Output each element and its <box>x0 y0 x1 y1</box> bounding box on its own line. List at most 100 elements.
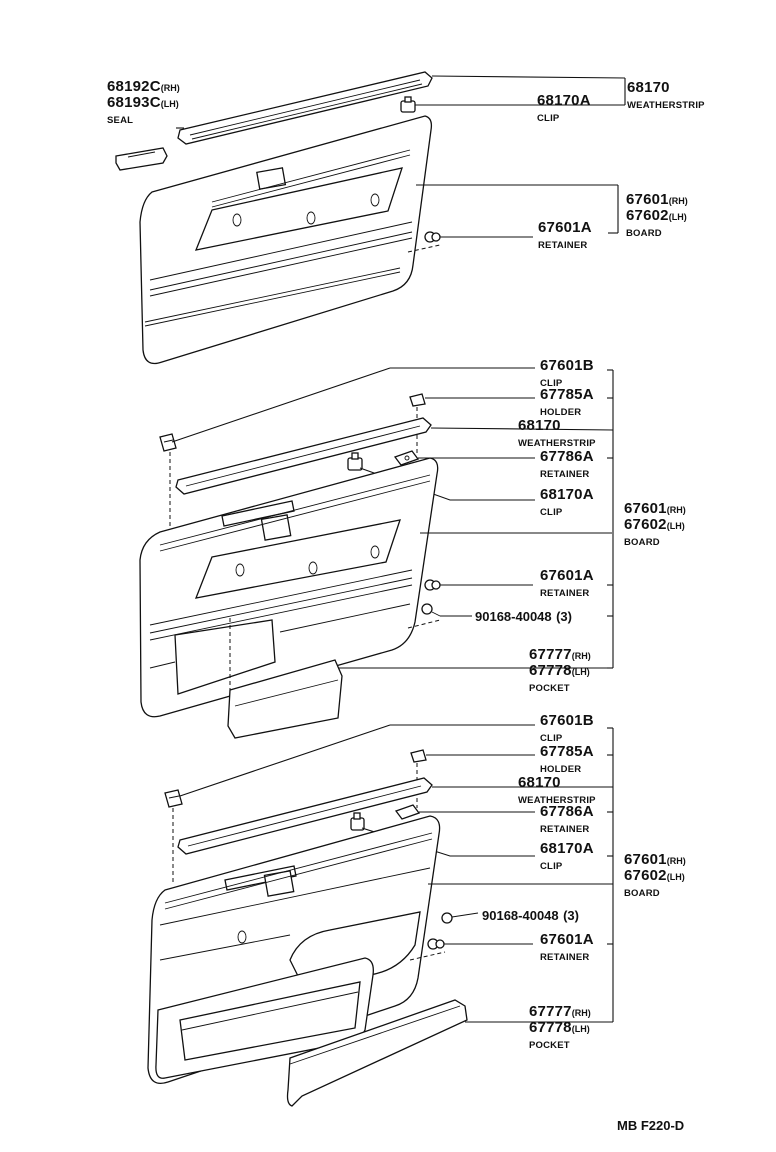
screw-part <box>421 603 441 617</box>
mid-retainer-pn: 67601A <box>540 567 594 584</box>
top-weatherstrip-desc: WEATHERSTRIP <box>627 100 705 111</box>
mid-clip-desc: CLIP <box>540 507 563 518</box>
mid-screw-pn: 90168-40048 <box>475 609 552 624</box>
retainer-a-part <box>393 450 420 466</box>
top-group-drawing <box>115 71 626 365</box>
board-part <box>147 815 441 1085</box>
bot-clip-b-pn: 67601B <box>540 712 594 729</box>
bot-holder-desc: HOLDER <box>540 764 582 775</box>
top-weatherstrip-label: 68170 WEATHERSTRIP <box>627 80 705 112</box>
mid-board-sfx-lh: (LH) <box>666 521 685 531</box>
mid-pocket-label: 67777(RH) 67778(LH) POCKET <box>529 647 591 695</box>
mid-clip-pn: 68170A <box>540 486 594 503</box>
weatherstrip-part <box>175 417 432 495</box>
clip-part <box>400 96 416 113</box>
bot-screw-pn: 90168-40048 <box>482 908 559 923</box>
seal-sfx-lh: (LH) <box>160 99 179 109</box>
bottom-group-drawing <box>147 724 614 1107</box>
mid-board-pn-lh: 67602 <box>624 516 667 533</box>
mid-retainer-desc: RETAINER <box>540 588 590 599</box>
bot-board-label: 67601(RH) 67602(LH) BOARD <box>624 852 686 900</box>
bot-weatherstrip-desc: WEATHERSTRIP <box>518 795 596 806</box>
seal-part <box>115 147 168 171</box>
mid-pocket-sfx-lh: (LH) <box>571 667 590 677</box>
bot-pocket-sfx-rh: (RH) <box>571 1008 591 1018</box>
top-clip-pn: 68170A <box>537 92 591 109</box>
top-board-pn-rh: 67601 <box>626 191 669 208</box>
mid-clip-b-label: 67601B CLIP <box>540 358 594 390</box>
seal-pn-rh: 68192C <box>107 78 161 95</box>
bot-board-pn-rh: 67601 <box>624 851 667 868</box>
top-board-label: 67601(RH) 67602(LH) BOARD <box>626 192 688 240</box>
holder-part <box>409 393 426 407</box>
mid-clip-b-desc: CLIP <box>540 378 563 389</box>
mid-weatherstrip-desc: WEATHERSTRIP <box>518 438 596 449</box>
mid-screw-label: 90168-40048 (3) <box>475 609 572 625</box>
clip-part <box>350 812 365 831</box>
mid-board-label: 67601(RH) 67602(LH) BOARD <box>624 501 686 549</box>
top-retainer-desc: RETAINER <box>538 240 588 251</box>
bot-clip-desc: CLIP <box>540 861 563 872</box>
bot-pocket-desc: POCKET <box>529 1040 570 1051</box>
top-retainer-pn: 67601A <box>538 219 592 236</box>
bot-clip-b-label: 67601B CLIP <box>540 713 594 745</box>
mid-retainer-a-desc: RETAINER <box>540 469 590 480</box>
mid-weatherstrip-pn: 68170 <box>518 417 561 434</box>
bot-board-desc: BOARD <box>624 888 660 899</box>
seal-sfx-rh: (RH) <box>160 83 180 93</box>
weatherstrip-part <box>177 777 433 855</box>
seal-label: 68192C(RH) 68193C(LH) SEAL <box>107 79 180 127</box>
mid-holder-pn: 67785A <box>540 386 594 403</box>
bot-pocket-pn-lh: 67778 <box>529 1019 572 1036</box>
holder-part <box>410 749 427 763</box>
bot-retainer-label: 67601A RETAINER <box>540 932 594 964</box>
bot-holder-label: 67785A HOLDER <box>540 744 594 776</box>
mid-board-pn-rh: 67601 <box>624 500 667 517</box>
bot-retainer-a-desc: RETAINER <box>540 824 590 835</box>
weatherstrip-part <box>177 71 433 145</box>
middle-group-drawing <box>139 367 614 739</box>
bot-retainer-desc: RETAINER <box>540 952 590 963</box>
bot-clip-b-desc: CLIP <box>540 733 563 744</box>
bot-pocket-sfx-lh: (LH) <box>571 1024 590 1034</box>
clip-b-part <box>159 433 177 452</box>
bot-board-sfx-rh: (RH) <box>666 856 686 866</box>
mid-retainer-label: 67601A RETAINER <box>540 568 594 600</box>
bot-retainer-pn: 67601A <box>540 931 594 948</box>
top-board-sfx-lh: (LH) <box>668 212 687 222</box>
bot-screw-qty: (3) <box>563 908 579 923</box>
bot-screw-label: 90168-40048 (3) <box>482 908 579 924</box>
seal-pn-lh: 68193C <box>107 94 161 111</box>
mid-clip-label: 68170A CLIP <box>540 487 594 519</box>
bot-pocket-pn-rh: 67777 <box>529 1003 572 1020</box>
bot-clip-label: 68170A CLIP <box>540 841 594 873</box>
diagram-code: MB F220-D <box>617 1118 685 1133</box>
screw-part <box>441 912 479 924</box>
pocket-part <box>286 999 468 1107</box>
seal-desc: SEAL <box>107 115 134 126</box>
mid-screw-qty: (3) <box>556 609 572 624</box>
top-retainer-label: 67601A RETAINER <box>538 220 592 252</box>
retainer-part <box>427 938 445 950</box>
mid-weatherstrip-label: 68170 WEATHERSTRIP <box>518 418 596 450</box>
bot-holder-pn: 67785A <box>540 743 594 760</box>
bot-weatherstrip-label: 68170 WEATHERSTRIP <box>518 775 596 807</box>
mid-board-sfx-rh: (RH) <box>666 505 686 515</box>
mid-retainer-a-pn: 67786A <box>540 448 594 465</box>
top-board-desc: BOARD <box>626 228 662 239</box>
bot-weatherstrip-pn: 68170 <box>518 774 561 791</box>
retainer-a-part <box>394 804 421 820</box>
bot-retainer-a-pn: 67786A <box>540 803 594 820</box>
retainer-part <box>424 231 441 243</box>
bot-board-pn-lh: 67602 <box>624 867 667 884</box>
mid-pocket-pn-rh: 67777 <box>529 646 572 663</box>
mid-pocket-desc: POCKET <box>529 683 570 694</box>
top-board-pn-lh: 67602 <box>626 207 669 224</box>
top-weatherstrip-pn: 68170 <box>627 79 670 96</box>
clip-b-part <box>164 789 183 808</box>
mid-holder-label: 67785A HOLDER <box>540 387 594 419</box>
bot-pocket-label: 67777(RH) 67778(LH) POCKET <box>529 1004 591 1052</box>
bot-board-sfx-lh: (LH) <box>666 872 685 882</box>
